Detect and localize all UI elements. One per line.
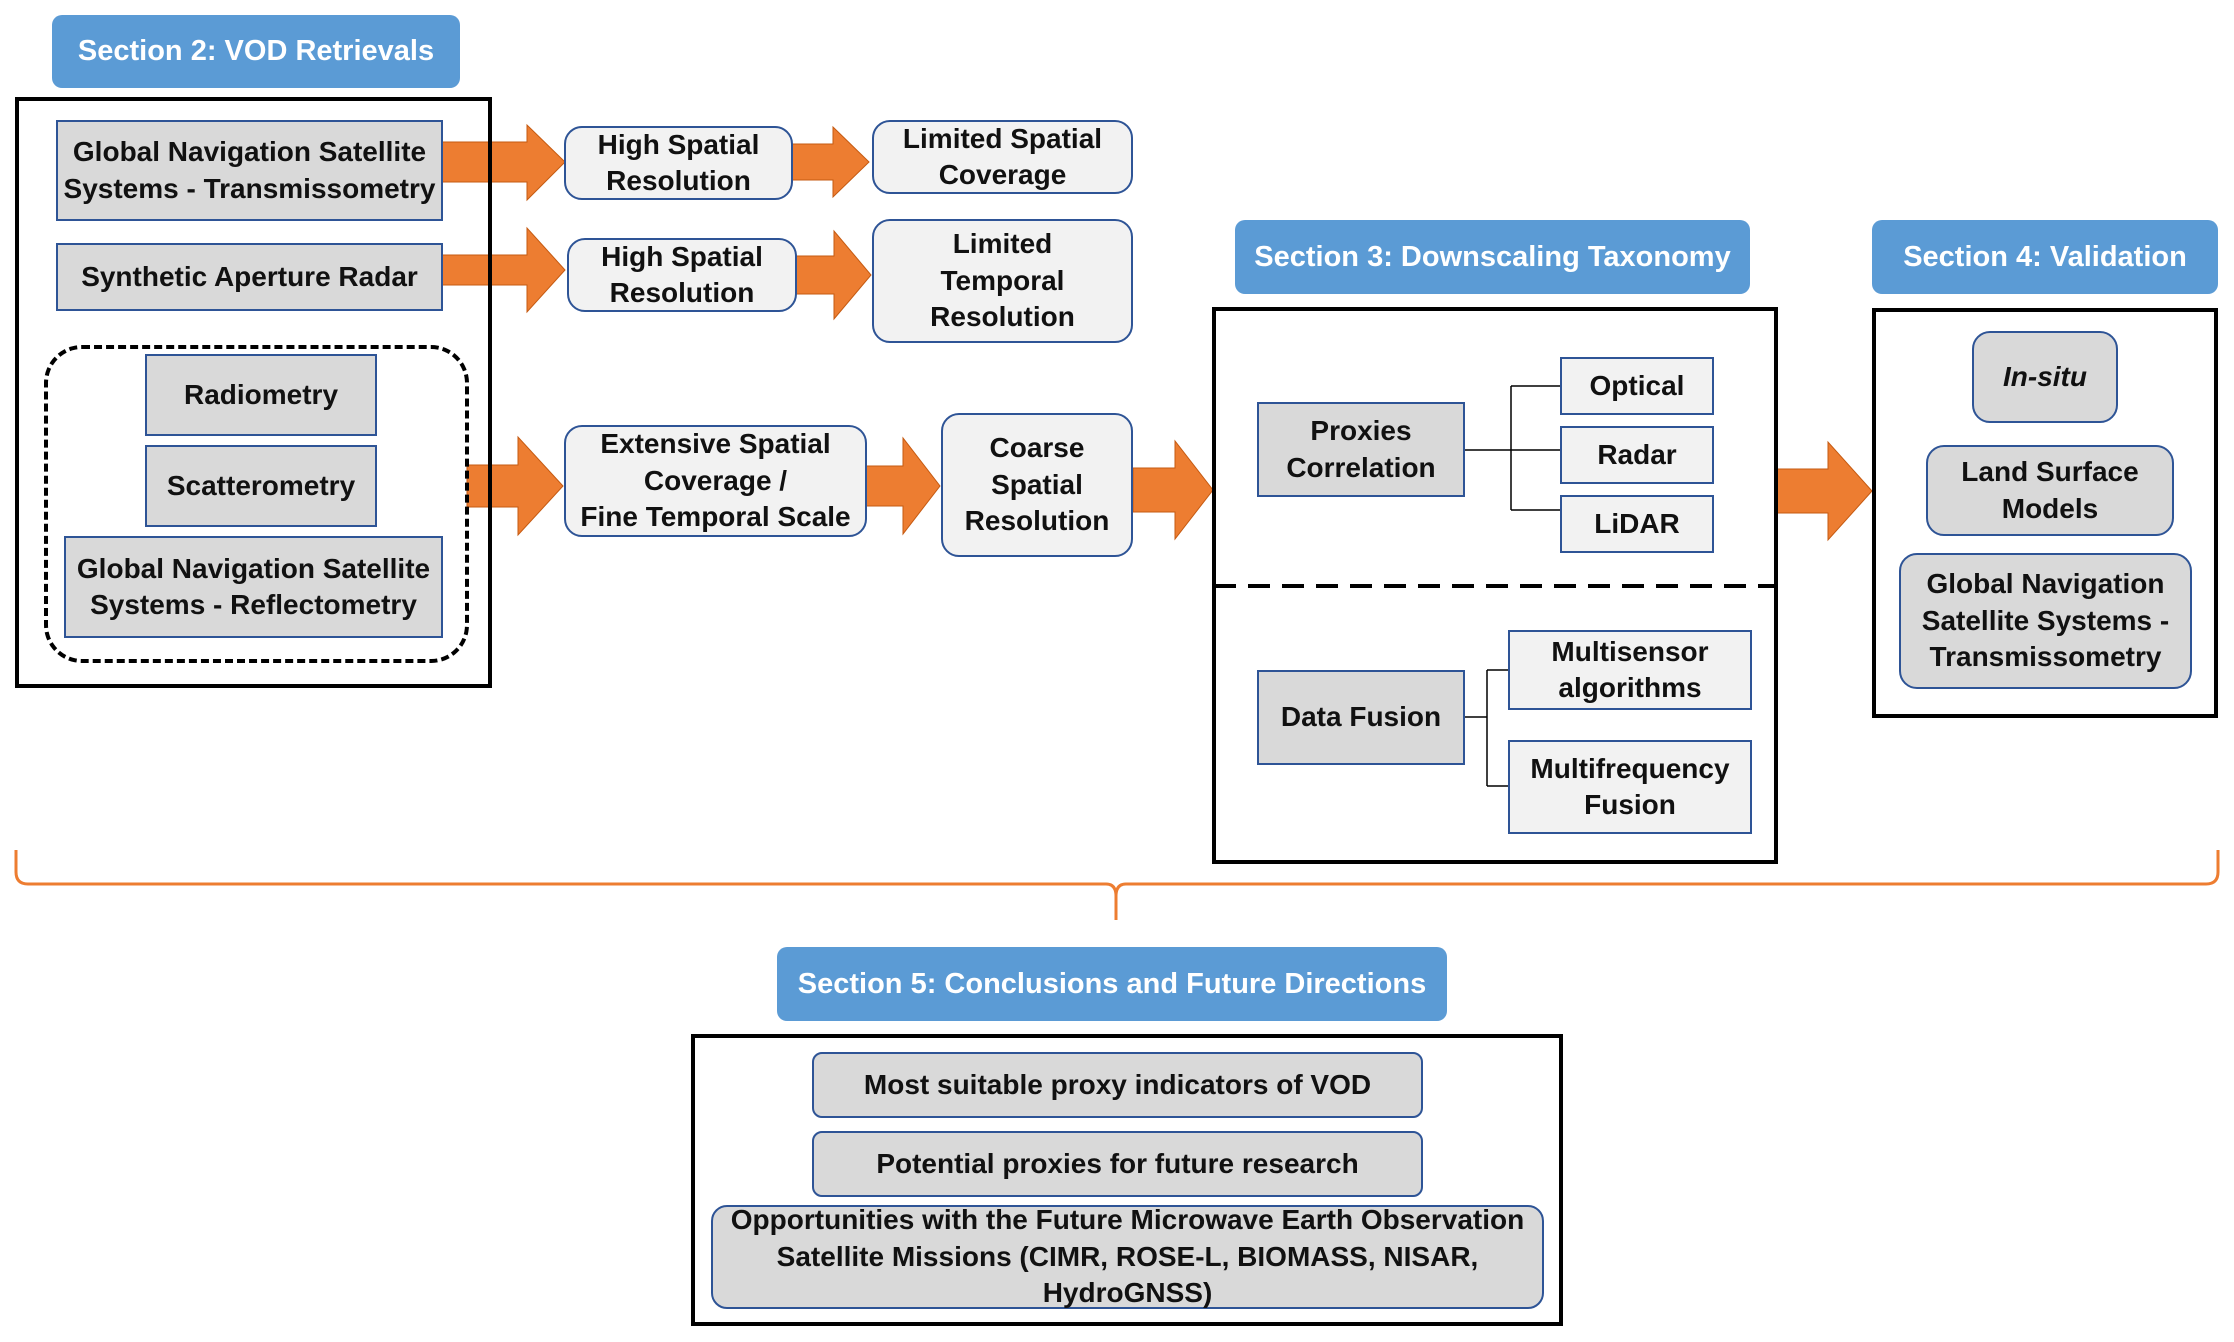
- proxy-indicators-box: Most suitable proxy indicators of VOD: [812, 1052, 1423, 1118]
- gnss-transmissometry-validation-box: Global Navigation Satellite Systems - Tr…: [1899, 553, 2192, 689]
- section-4-label: Section 4: Validation: [1872, 220, 2218, 294]
- sar-box: Synthetic Aperture Radar: [56, 243, 443, 311]
- section-2-frame: [15, 97, 492, 688]
- gnss-transmissometry-box: Global Navigation Satellite Systems - Tr…: [56, 120, 443, 221]
- data-fusion-box: Data Fusion: [1257, 670, 1465, 765]
- in-situ-box: In-situ: [1972, 331, 2118, 423]
- gnss-reflectometry-box: Global Navigation Satellite Systems - Re…: [64, 536, 443, 638]
- arrow-esc-to-csr: [865, 436, 941, 536]
- coarse-spatial-resolution-box: Coarse Spatial Resolution: [941, 413, 1133, 557]
- optical-box: Optical: [1560, 357, 1714, 415]
- arrow-gnss-t-to-hsr1: [441, 123, 566, 202]
- section-2-label: Section 2: VOD Retrievals: [52, 15, 460, 88]
- section-3-frame: [1212, 307, 1778, 864]
- tree-proxies: [1465, 385, 1560, 511]
- land-surface-models-box: Land Surface Models: [1926, 445, 2174, 536]
- arrow-sar-to-hsr2: [441, 226, 566, 314]
- arrow-hsr2-to-ltr: [795, 229, 872, 321]
- radar-box: Radar: [1560, 426, 1714, 484]
- arrow-dashed-to-esc: [466, 435, 564, 537]
- multisensor-algorithms-box: Multisensor algorithms: [1508, 630, 1752, 710]
- scatterometry-box: Scatterometry: [145, 445, 377, 527]
- limited-temporal-resolution-box: Limited Temporal Resolution: [872, 219, 1133, 343]
- proxies-correlation-box: Proxies Correlation: [1257, 402, 1465, 497]
- extensive-spatial-coverage-box: Extensive Spatial Coverage / Fine Tempor…: [564, 425, 867, 537]
- dashed-group: [44, 345, 469, 663]
- limited-spatial-coverage-box: Limited Spatial Coverage: [872, 120, 1133, 194]
- multifrequency-fusion-box: Multifrequency Fusion: [1508, 740, 1752, 834]
- brace: [14, 850, 2220, 920]
- high-spatial-resolution-box-1: High Spatial Resolution: [564, 126, 793, 200]
- section-4-frame: [1872, 308, 2218, 718]
- section-5-frame: [691, 1034, 1563, 1326]
- high-spatial-resolution-box-2: High Spatial Resolution: [567, 238, 797, 312]
- lidar-box: LiDAR: [1560, 495, 1714, 553]
- section-5-label: Section 5: Conclusions and Future Direct…: [777, 947, 1447, 1021]
- arrow-section3-to-section4: [1775, 440, 1873, 542]
- section-3-label: Section 3: Downscaling Taxonomy: [1235, 220, 1750, 294]
- arrow-csr-to-section3: [1132, 439, 1214, 541]
- potential-proxies-box: Potential proxies for future research: [812, 1131, 1423, 1197]
- arrow-hsr1-to-lsc: [791, 125, 870, 199]
- radiometry-box: Radiometry: [145, 354, 377, 436]
- future-missions-box: Opportunities with the Future Microwave …: [711, 1204, 1544, 1309]
- tree-data-fusion: [1465, 669, 1508, 787]
